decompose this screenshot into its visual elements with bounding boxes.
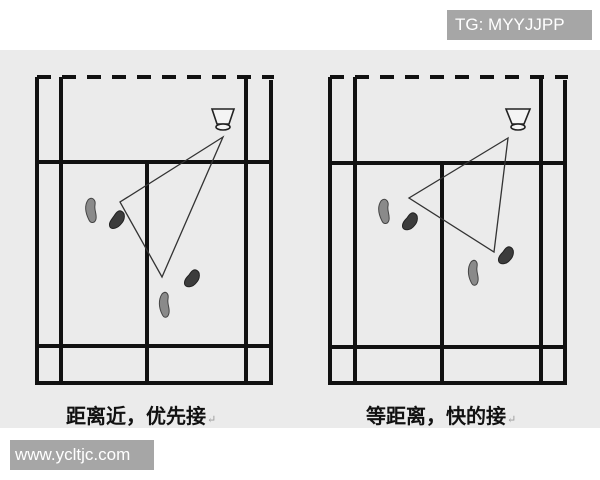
left-caption-text: 距离近，优先接 xyxy=(66,404,206,428)
diagram-panel xyxy=(0,50,600,428)
right-court xyxy=(328,75,568,385)
right-caption: 等距离，快的接↵ xyxy=(366,400,516,429)
footprint-icon xyxy=(184,269,200,288)
left-caption: 距离近，优先接↵ xyxy=(66,400,216,429)
footprint-icon xyxy=(158,291,170,318)
left-footprints xyxy=(85,197,200,318)
right-caption-text: 等距离，快的接 xyxy=(366,404,506,428)
right-shuttlecock-icon xyxy=(504,108,532,131)
footprint-icon xyxy=(402,212,418,231)
paragraph-mark: ↵ xyxy=(507,413,517,426)
tg-watermark-badge: TG: MYYJJPP xyxy=(447,10,592,40)
left-shuttlecock-icon xyxy=(210,108,236,131)
footprint-icon xyxy=(378,198,390,224)
right-trajectory-triangle xyxy=(407,136,509,254)
footprint-icon xyxy=(109,210,125,229)
footprint-icon xyxy=(467,259,479,286)
footprint-icon xyxy=(85,197,97,223)
left-court xyxy=(35,75,274,385)
paragraph-mark: ↵ xyxy=(207,413,217,426)
site-watermark-badge: www.ycltjc.com xyxy=(10,440,154,470)
footprint-icon xyxy=(498,246,514,265)
left-trajectory-triangle xyxy=(119,135,225,279)
right-footprints xyxy=(378,198,514,286)
